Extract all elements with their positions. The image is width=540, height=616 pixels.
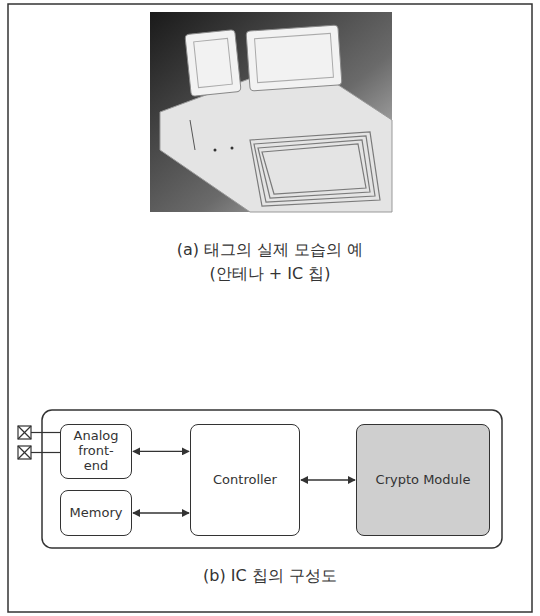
bus-arrow <box>133 512 189 513</box>
figure-caption: (안테나 + IC 칩) <box>0 264 540 285</box>
analog-front-end-box: Analog front-end <box>60 424 132 479</box>
block-label: Controller <box>213 473 277 488</box>
outer-frame <box>8 4 532 612</box>
figure-caption: (a) 태그의 실제 모습의 예 <box>0 240 540 261</box>
figure-caption: (b) IC 칩의 구성도 <box>0 566 540 587</box>
controller-box: Controller <box>190 424 300 536</box>
chip-outline <box>42 410 502 548</box>
block-label: Crypto Module <box>376 473 471 488</box>
bus-arrow <box>133 451 189 452</box>
crypto-module-box: Crypto Module <box>356 424 490 536</box>
tag-photo <box>150 12 392 212</box>
block-label: Analog front-end <box>67 429 125 474</box>
bus-arrow <box>301 479 355 480</box>
antenna-pin <box>18 426 60 459</box>
memory-box: Memory <box>60 490 132 536</box>
block-label: Memory <box>70 506 123 521</box>
